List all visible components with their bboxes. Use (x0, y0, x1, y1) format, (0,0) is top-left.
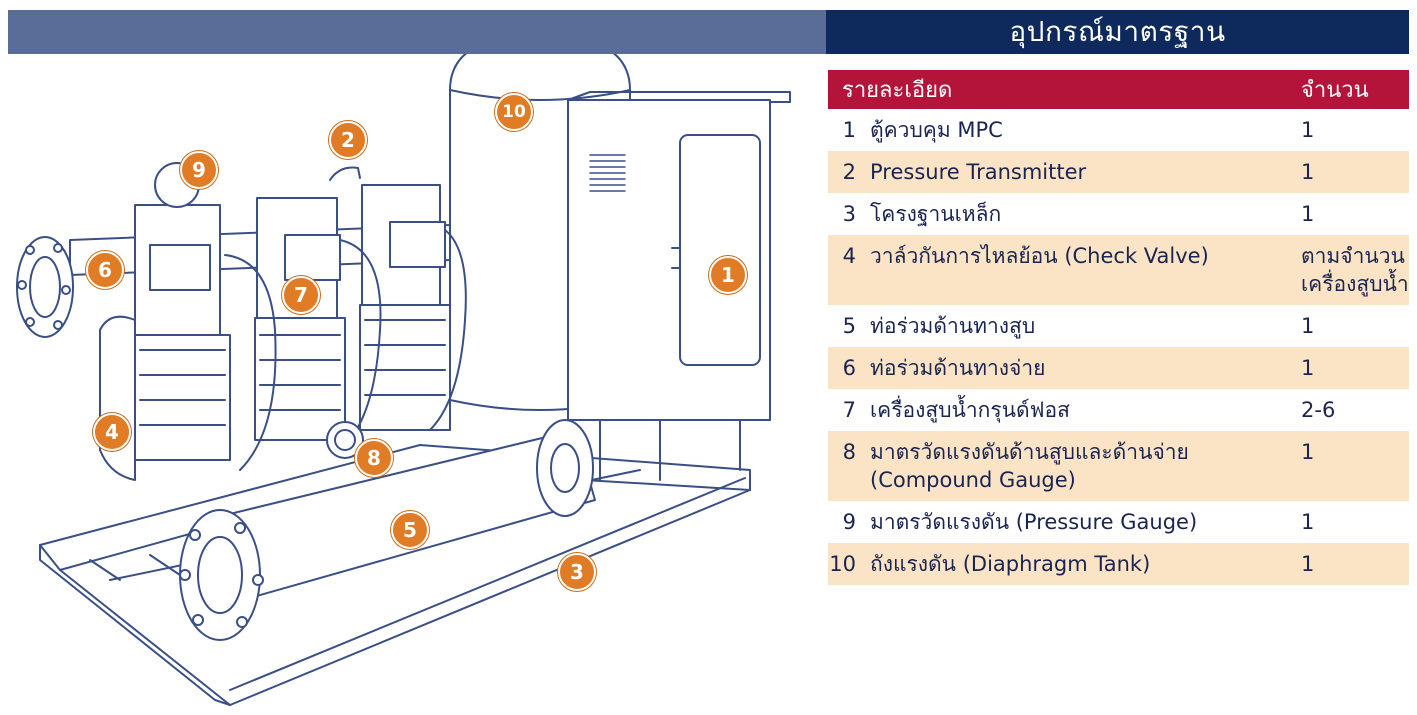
column-header-quantity: จำนวน (1301, 78, 1369, 103)
callout-badge-3: 3 (558, 553, 596, 591)
table-row: 7 เครื่องสูบน้ำกรุนด์ฟอส 2-6 (828, 389, 1409, 431)
row-quantity: ตามจำนวน เครื่องสูบน้ำ (1301, 244, 1409, 296)
pump-2 (254, 197, 346, 441)
row-description: Pressure Transmitter (870, 160, 1087, 184)
row-description: มาตรวัดแรงดัน (Pressure Gauge) (870, 510, 1198, 534)
compound-gauge (326, 421, 364, 459)
row-number: 2 (842, 160, 856, 184)
row-number: 3 (842, 202, 856, 226)
row-number: 9 (842, 510, 856, 534)
column-header-description: รายละเอียด (842, 78, 953, 103)
table-row: 9 มาตรวัดแรงดัน (Pressure Gauge) 1 (828, 501, 1409, 543)
row-description: มาตรวัดแรงดันด้านสูบและด้านจ่าย (Compoun… (870, 440, 1189, 492)
row-quantity: 1 (1301, 314, 1315, 338)
row-number: 4 (842, 244, 856, 268)
callout-badge-5: 5 (391, 511, 429, 549)
page-title: อุปกรณ์มาตรฐาน (1009, 15, 1226, 48)
row-description: เครื่องสูบน้ำกรุนด์ฟอส (870, 398, 1070, 422)
row-number: 10 (829, 552, 856, 576)
callout-badge-9: 9 (180, 151, 218, 189)
callout-badge-1: 1 (709, 256, 747, 294)
row-description: วาล์วกันการไหลย้อน (Check Valve) (870, 244, 1209, 268)
callout-badge-8: 8 (355, 439, 393, 477)
table-row: 1 ตู้ควบคุม MPC 1 (828, 109, 1409, 151)
table-row: 8 มาตรวัดแรงดันด้านสูบและด้านจ่าย (Compo… (828, 431, 1409, 501)
row-number: 8 (842, 440, 856, 464)
row-number: 6 (842, 356, 856, 380)
pump-3 (329, 166, 451, 431)
callout-badge-10: 10 (495, 93, 533, 131)
row-description: โครงฐานเหล็ก (870, 202, 1002, 226)
row-number: 7 (842, 398, 856, 422)
table-header: รายละเอียด จำนวน (828, 70, 1409, 109)
row-quantity: 2-6 (1301, 398, 1336, 422)
row-description: ถังแรงดัน (Diaphragm Tank) (870, 552, 1151, 576)
row-quantity: 1 (1301, 440, 1315, 464)
row-quantity: 1 (1301, 160, 1315, 184)
title-banner: อุปกรณ์มาตรฐาน (826, 10, 1409, 54)
row-number: 5 (842, 314, 856, 338)
table-row: 2 Pressure Transmitter 1 (828, 151, 1409, 193)
table-row: 6 ท่อร่วมด้านทางจ่าย 1 (828, 347, 1409, 389)
callout-badge-7: 7 (282, 276, 320, 314)
table-row: 10 ถังแรงดัน (Diaphragm Tank) 1 (828, 543, 1409, 585)
pump-system-illustration (16, 54, 791, 706)
row-quantity: 1 (1301, 510, 1315, 534)
table-row: 4 วาล์วกันการไหลย้อน (Check Valve) ตามจำ… (828, 235, 1409, 305)
control-cabinet (567, 91, 791, 481)
table-row: 3 โครงฐานเหล็ก 1 (828, 193, 1409, 235)
row-quantity: 1 (1301, 202, 1315, 226)
equipment-table: รายละเอียด จำนวน 1 ตู้ควบคุม MPC 1 2 Pre… (828, 70, 1409, 585)
callout-badge-4: 4 (93, 413, 131, 451)
row-description: ท่อร่วมด้านทางสูบ (870, 314, 1036, 338)
callout-badge-6: 6 (86, 251, 124, 289)
row-quantity: 1 (1301, 118, 1315, 142)
row-quantity: 1 (1301, 552, 1315, 576)
row-description: ท่อร่วมด้านทางจ่าย (870, 356, 1046, 380)
row-description: ตู้ควบคุม MPC (870, 118, 1003, 142)
table-row: 5 ท่อร่วมด้านทางสูบ 1 (828, 305, 1409, 347)
row-quantity: 1 (1301, 356, 1315, 380)
row-number: 1 (842, 118, 856, 142)
left-banner (8, 10, 826, 54)
callout-badge-2: 2 (329, 121, 367, 159)
